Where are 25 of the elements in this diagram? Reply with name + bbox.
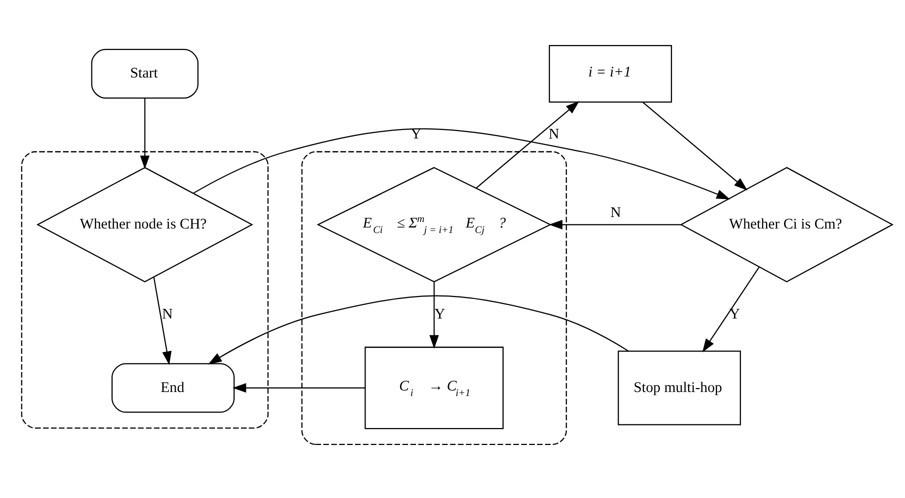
arrow	[429, 282, 439, 348]
cluster	[21, 150, 269, 428]
arrow	[232, 382, 366, 392]
node-diamond: E$_{Ci}$ ≤ Σ$^{m}$$_{j = i+1}$ E$_{Cj}$ ?	[316, 166, 552, 282]
arrow	[642, 101, 748, 190]
arrow	[702, 266, 760, 352]
arrow	[476, 100, 580, 188]
edge-label: Y	[729, 306, 740, 322]
arrow	[208, 294, 629, 364]
cluster	[301, 150, 567, 444]
edge-label: N	[548, 126, 560, 142]
node-diamond: Whether node is CH?	[36, 166, 254, 282]
node-box: i = i+1	[548, 44, 672, 102]
node-box: Start	[91, 48, 199, 98]
node-box: C$_{i}$ → C$_{i+1}$	[364, 346, 504, 429]
node-diamond: Whether Ci is Cm?	[680, 166, 894, 282]
edge-label: N	[162, 306, 173, 322]
arrow	[140, 98, 150, 169]
arrow	[548, 219, 681, 229]
edge-label: Y	[434, 306, 446, 322]
edge-label: N	[610, 204, 622, 221]
node-box: End	[112, 362, 235, 412]
arrow	[153, 276, 172, 364]
node-box: Stop multi-hop	[618, 350, 741, 425]
arrow	[193, 128, 730, 199]
